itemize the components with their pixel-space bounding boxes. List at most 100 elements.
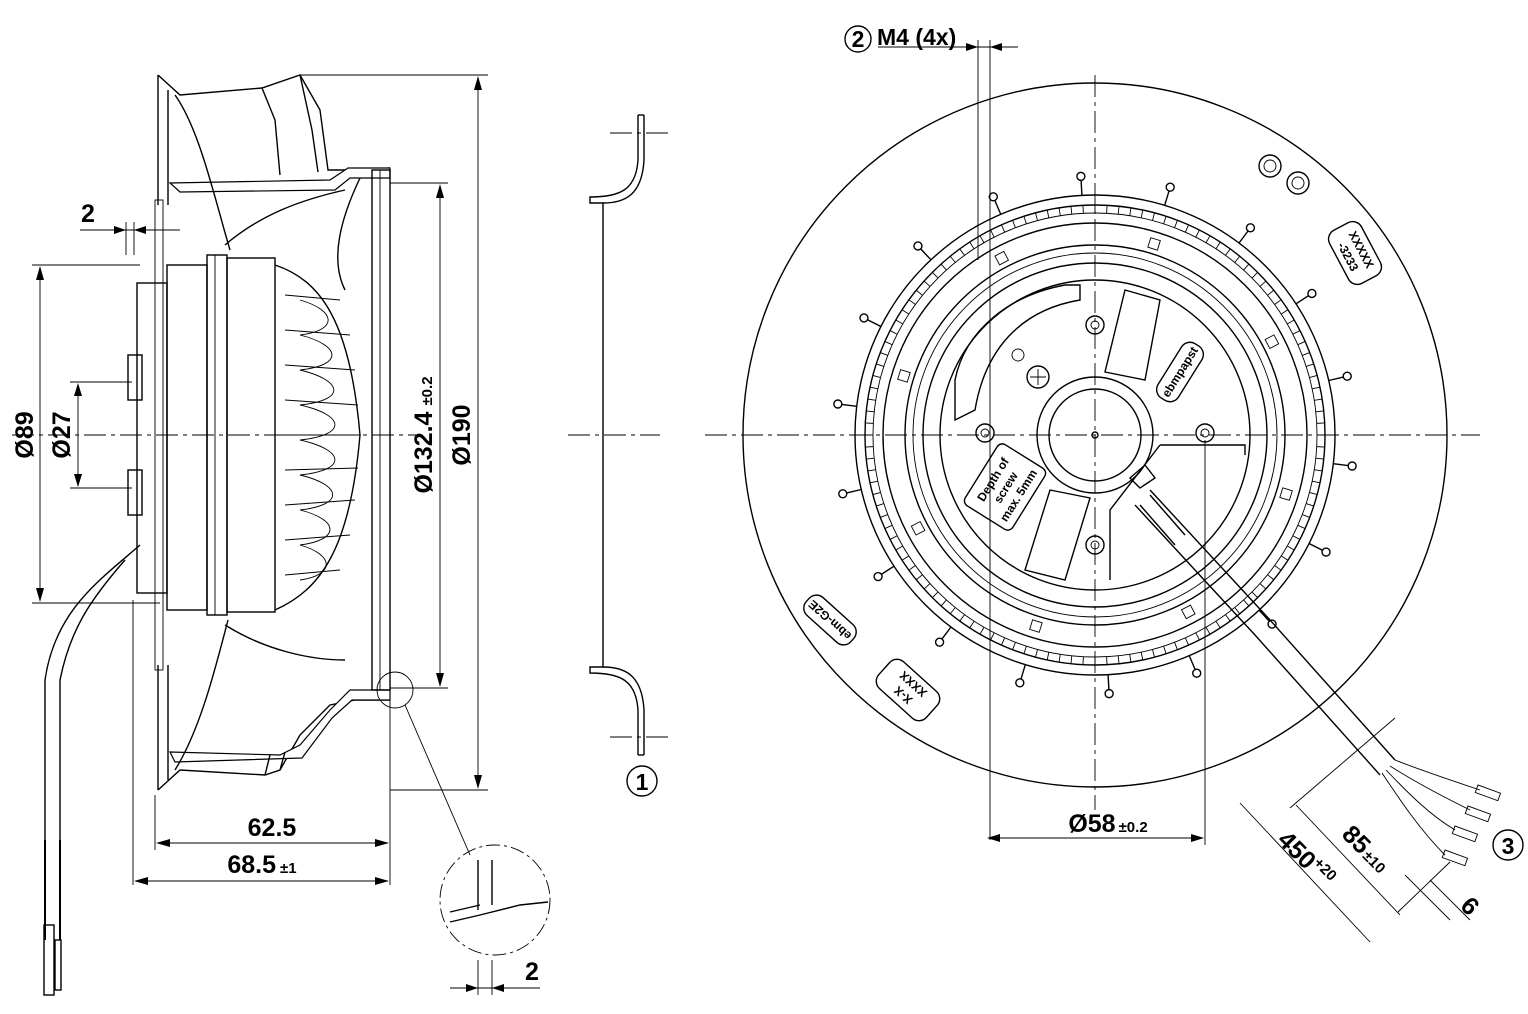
- svg-text:Ø58±0.2: Ø58±0.2: [1068, 810, 1147, 838]
- fin-line: [1184, 637, 1189, 646]
- fin-line: [1001, 224, 1006, 233]
- fin-line: [1234, 255, 1241, 263]
- fin-line: [1140, 209, 1144, 218]
- fin-line: [880, 514, 888, 518]
- lug-stem: [920, 248, 932, 261]
- fin-line: [876, 363, 885, 367]
- fin-line: [1309, 492, 1318, 495]
- balancing-lugs: [833, 171, 1357, 699]
- fin-line: [901, 309, 910, 315]
- fin-line: [901, 555, 910, 561]
- fin-line: [1001, 637, 1006, 646]
- lug-head: [913, 241, 923, 251]
- fin-line: [895, 545, 903, 551]
- lug-stem: [881, 565, 895, 575]
- fin-line: [932, 591, 939, 598]
- fin-line: [866, 410, 875, 413]
- dim-d132: Ø132.4: [410, 411, 438, 493]
- fin-line: [1243, 263, 1250, 271]
- fin-line: [1058, 654, 1061, 663]
- lug-stem: [1238, 230, 1249, 244]
- fin-line: [1315, 410, 1324, 413]
- fin-line: [884, 341, 893, 346]
- fin-line: [1035, 212, 1038, 221]
- dim-l6: 6: [1455, 892, 1485, 922]
- svg-text:85±10: 85±10: [1336, 820, 1395, 879]
- lug-head: [1321, 547, 1331, 557]
- fin-line: [1315, 457, 1324, 460]
- fin-line: [1184, 224, 1189, 233]
- svg-text:68.5±1: 68.5±1: [227, 851, 296, 879]
- lug-head: [833, 399, 843, 409]
- fin-line: [1314, 469, 1323, 472]
- fin-line: [1280, 309, 1289, 315]
- dim-d58: Ø58: [1068, 810, 1115, 838]
- fin-line: [869, 480, 878, 484]
- fin-line: [895, 319, 903, 325]
- dim-w68-tol: ±1: [280, 860, 297, 877]
- dim-d27: Ø27: [48, 411, 76, 458]
- lug-stem: [941, 626, 952, 640]
- nameplate-b: X-X XXXX: [875, 658, 941, 722]
- lug-head: [934, 637, 945, 647]
- fin-line: [940, 599, 947, 607]
- fin-line: [1259, 280, 1267, 287]
- fin-line: [1152, 649, 1155, 658]
- lug-stem: [841, 403, 857, 407]
- fin-line: [1195, 229, 1200, 238]
- fin-line: [1129, 207, 1132, 216]
- fin-line: [1140, 652, 1144, 661]
- ring-clip: [1264, 334, 1280, 350]
- inlet-ring-view: 1: [568, 114, 670, 797]
- fin-line: [1292, 535, 1301, 540]
- lug-head: [838, 489, 848, 499]
- fin-line: [1297, 524, 1306, 529]
- fin-line: [872, 492, 881, 495]
- fin-line: [1309, 375, 1318, 378]
- lug-head: [873, 571, 883, 582]
- fin-line: [880, 352, 888, 356]
- ring-clip: [910, 520, 926, 536]
- fin-line: [1314, 398, 1323, 401]
- fin-line: [979, 627, 985, 635]
- fin-line: [1305, 363, 1314, 367]
- callout-1: 1: [636, 769, 649, 795]
- fin-line: [869, 386, 878, 390]
- fin-line: [932, 272, 939, 279]
- lug-stem: [1080, 180, 1083, 196]
- fin-line: [1274, 565, 1282, 571]
- fin-line: [884, 524, 893, 529]
- fin-line: [969, 241, 975, 250]
- lug-head: [1342, 371, 1352, 381]
- lug-stem: [1164, 190, 1170, 206]
- fin-line: [1152, 212, 1155, 221]
- fin-line: [867, 398, 876, 401]
- dim-w2-top: 2: [81, 200, 95, 228]
- front-view: ebmpapst Depth of screw max. 5mm XXXXX -…: [705, 24, 1524, 943]
- dim-d190: Ø190: [448, 404, 476, 465]
- lug-stem: [1333, 463, 1349, 467]
- ring-clip: [1147, 237, 1161, 251]
- fin-line: [1297, 341, 1306, 346]
- fin-line: [1129, 654, 1132, 663]
- fin-line: [908, 299, 916, 305]
- fin-line: [1205, 627, 1211, 635]
- depth-label: Depth of screw max. 5mm: [963, 443, 1047, 531]
- fin-line: [1117, 655, 1120, 664]
- fin-line: [889, 535, 898, 540]
- ring-clip: [1029, 619, 1043, 633]
- fin-line: [1280, 555, 1289, 561]
- lug-stem: [1188, 655, 1196, 670]
- fin-line: [1234, 607, 1241, 615]
- fin-line: [1302, 352, 1310, 356]
- fin-line: [1012, 220, 1016, 228]
- fin-line: [1046, 652, 1050, 661]
- lug-head: [1076, 171, 1086, 182]
- lug-stem: [1328, 376, 1344, 382]
- fin-line: [1225, 614, 1231, 622]
- fin-line: [876, 503, 885, 507]
- lug-stem: [867, 319, 882, 328]
- ring-clip: [1279, 487, 1293, 501]
- fin-line: [915, 289, 923, 296]
- fin-line: [1023, 216, 1027, 225]
